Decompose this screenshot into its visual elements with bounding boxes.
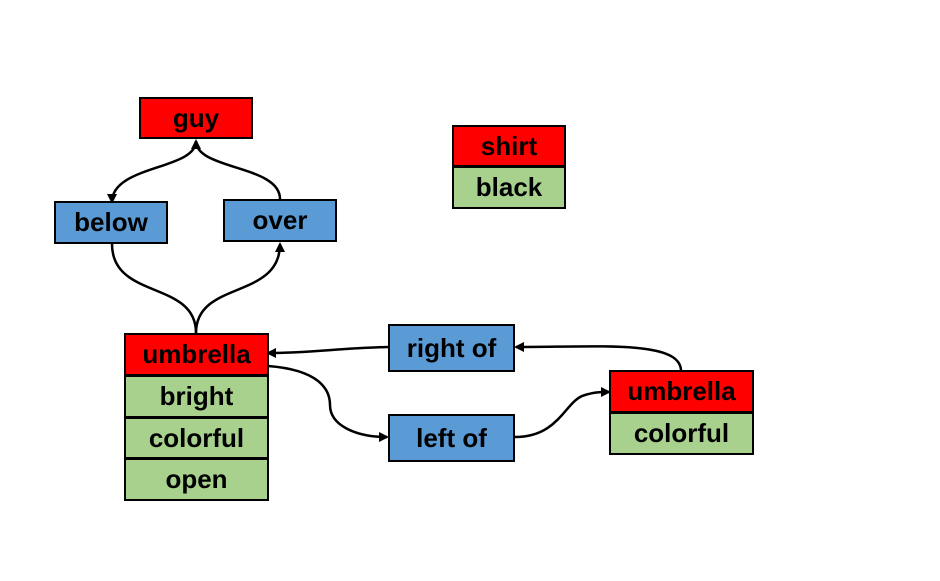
edge-below-to-umbrella: [110, 243, 198, 334]
attribute-umbrella-left-bright: bright: [124, 375, 269, 418]
attribute-shirt-black: black: [452, 166, 566, 209]
relation-left-of: left of: [388, 414, 515, 462]
edge-left-of-to-umbrella-right: [514, 387, 611, 439]
attribute-umbrella-left-open: open: [124, 458, 269, 501]
relation-right-of: right of: [388, 324, 515, 372]
relation-below: below: [54, 201, 168, 244]
object-umbrella-left: umbrella: [124, 333, 269, 376]
object-umbrella-right: umbrella: [609, 370, 754, 413]
edge-right-of-to-umbrella-left: [266, 345, 390, 358]
edge-guy-to-below: [107, 140, 198, 204]
edge-umbrella-right-to-right-of: [514, 341, 683, 372]
object-guy: guy: [139, 97, 253, 139]
edge-over-to-guy: [191, 139, 282, 200]
object-shirt: shirt: [452, 125, 566, 167]
relation-over: over: [223, 199, 337, 242]
attribute-umbrella-right-colorful: colorful: [609, 412, 754, 455]
attribute-umbrella-left-colorful: colorful: [124, 417, 269, 459]
edge-umbrella-left-to-left-of: [267, 364, 389, 442]
edge-umbrella-to-over: [194, 242, 285, 334]
